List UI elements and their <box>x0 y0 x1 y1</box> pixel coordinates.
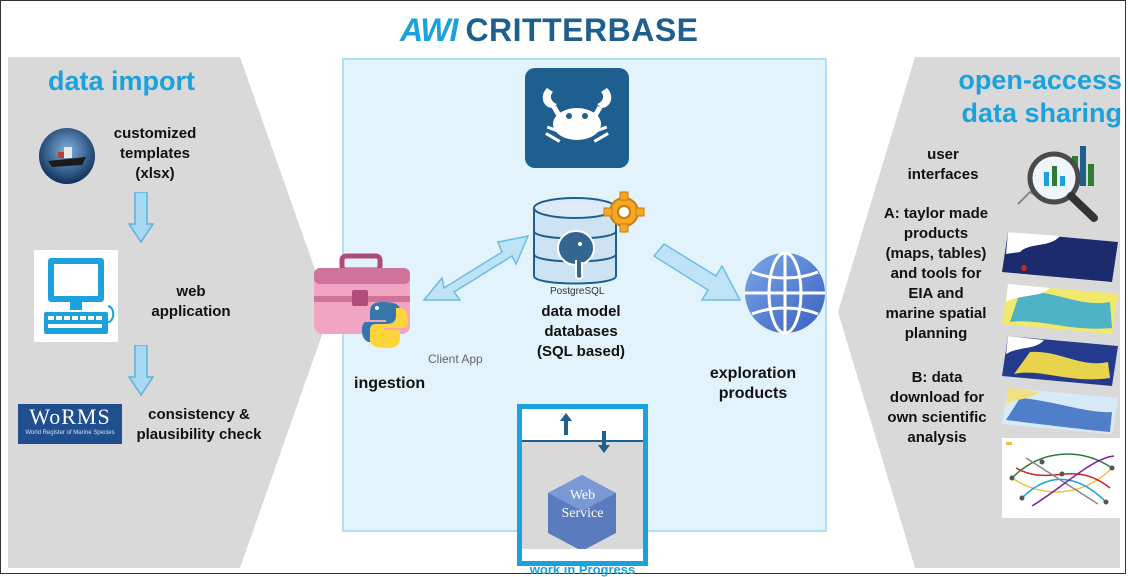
templates-line-2: templates <box>119 145 191 162</box>
web-service-label: Web Service <box>522 487 643 523</box>
ingestion-label: ingestion <box>354 375 426 392</box>
map-thumbnail-3 <box>1002 336 1118 386</box>
option-b-label: B: data download for own scientific anal… <box>872 368 1002 448</box>
title: AWI CRITTERBASE <box>400 8 740 52</box>
user-interfaces-line-1: user <box>927 146 959 163</box>
option-b-line-4: analysis <box>907 429 967 446</box>
worms-subtitle: World Register of Marine Species <box>25 430 115 436</box>
database-icon <box>533 191 645 285</box>
crab-logo <box>525 68 629 168</box>
db-line-2: databases <box>544 323 618 340</box>
open-access-line-1: open-access <box>958 65 1122 95</box>
map-thumbnail-4 <box>1002 388 1118 434</box>
option-a-line-7: planning <box>904 325 968 342</box>
web-service-line-1: Web <box>569 488 596 503</box>
critterbase-title: CRITTERBASE <box>465 11 699 48</box>
postgres-elephant-icon <box>557 230 595 280</box>
map-thumbnails <box>1002 232 1118 434</box>
worms-logo-text: WoRMS <box>29 404 111 429</box>
client-app-label: Client App <box>428 352 483 366</box>
exploration-line-2: products <box>718 385 788 402</box>
open-access-line-2: data sharing <box>961 98 1122 128</box>
awi-logo: AWI <box>400 11 458 48</box>
option-b-line-1: B: data <box>911 369 963 386</box>
option-b-line-2: download for <box>889 389 985 406</box>
consistency-line-1: consistency & <box>148 406 250 423</box>
templates-label: customized templates (xlsx) <box>100 124 210 184</box>
map-thumbnail-2 <box>1002 284 1118 334</box>
down-arrow-icon <box>128 345 154 397</box>
db-line-3: (SQL based) <box>536 343 626 360</box>
magnifier-chart-icon <box>1017 146 1098 222</box>
work-in-progress-label: work in Progress <box>529 562 636 577</box>
toolbox-icon <box>314 253 410 348</box>
templates-line-1: customized <box>113 125 197 142</box>
gear-icon <box>603 191 645 233</box>
db-label: data model databases (SQL based) <box>526 302 636 362</box>
db-line-1: data model <box>541 303 621 320</box>
web-line-2: application <box>151 303 231 320</box>
postgresql-label: PostgreSQL <box>550 286 605 297</box>
network-graph-thumbnail <box>1002 438 1120 518</box>
computer-icon <box>34 250 118 342</box>
web-service-box: Web Service <box>517 404 648 566</box>
templates-line-3: (xlsx) <box>135 165 175 182</box>
option-a-line-1: A: taylor made <box>883 205 989 222</box>
option-a-line-2: products <box>903 225 969 242</box>
map-thumbnail-1 <box>1002 232 1118 282</box>
user-interfaces-label: user interfaces <box>898 145 988 185</box>
crab-icon <box>542 88 612 143</box>
option-a-line-4: and tools for <box>890 265 982 282</box>
down-arrow-icon <box>128 192 154 244</box>
open-access-heading: open-access data sharing <box>926 64 1122 130</box>
option-a-label: A: taylor made products (maps, tables) a… <box>866 204 1006 344</box>
globe-icon <box>745 251 825 335</box>
exploration-line-1: exploration <box>709 365 797 382</box>
web-service-line-2: Service <box>561 506 604 521</box>
option-b-line-3: own scientific <box>887 409 987 426</box>
consistency-label: consistency & plausibility check <box>124 405 274 445</box>
consistency-line-2: plausibility check <box>136 426 262 443</box>
python-logo-icon <box>361 302 409 348</box>
option-a-line-3: (maps, tables) <box>885 245 987 262</box>
ship-icon <box>39 128 95 184</box>
user-interfaces-line-2: interfaces <box>907 166 979 183</box>
bidirectional-arrow-icon <box>422 234 530 301</box>
exploration-label: exploration products <box>694 364 812 404</box>
web-service-illustration <box>522 413 643 561</box>
right-arrow-icon <box>652 243 742 301</box>
worms-logo: WoRMS World Register of Marine Species <box>18 404 122 444</box>
option-a-line-6: marine spatial <box>885 305 987 322</box>
option-a-line-5: EIA and <box>908 285 964 302</box>
web-line-1: web <box>176 283 206 300</box>
web-application-label: web application <box>136 282 246 322</box>
data-import-heading: data import <box>48 66 196 96</box>
